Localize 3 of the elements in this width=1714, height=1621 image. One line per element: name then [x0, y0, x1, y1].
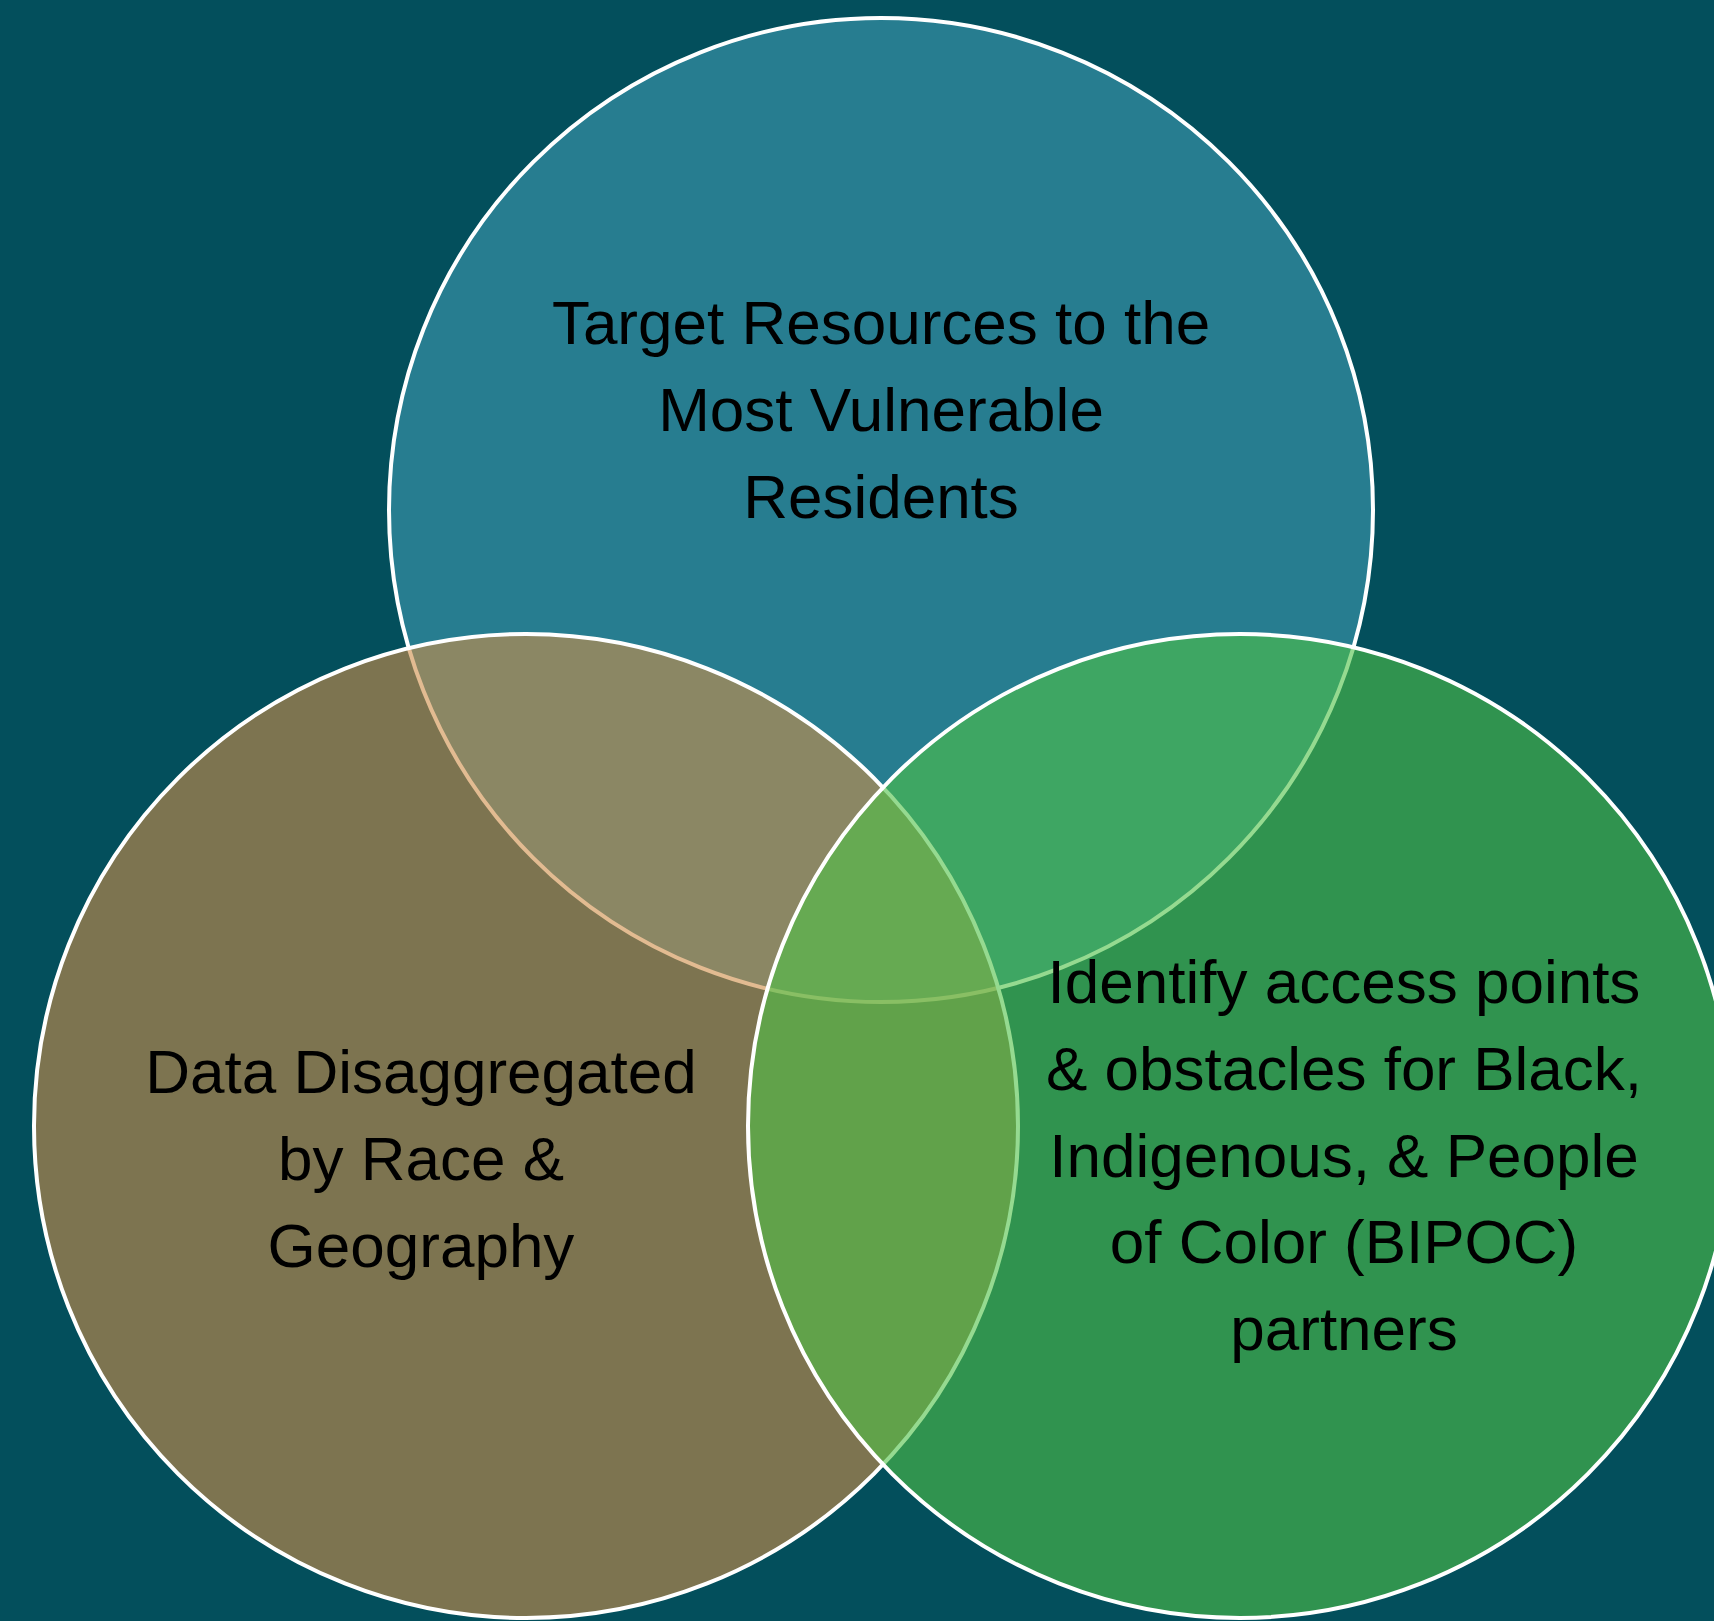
circle-label: Data Disaggregated by Race & Geography	[144, 1035, 698, 1282]
circle-label: Identify access points & obstacles for Black, Indigenous, & People of Color (BIPOC) partners	[1044, 946, 1644, 1366]
circle-label: Target Resources to the Most Vulnerable Residents	[550, 286, 1212, 533]
